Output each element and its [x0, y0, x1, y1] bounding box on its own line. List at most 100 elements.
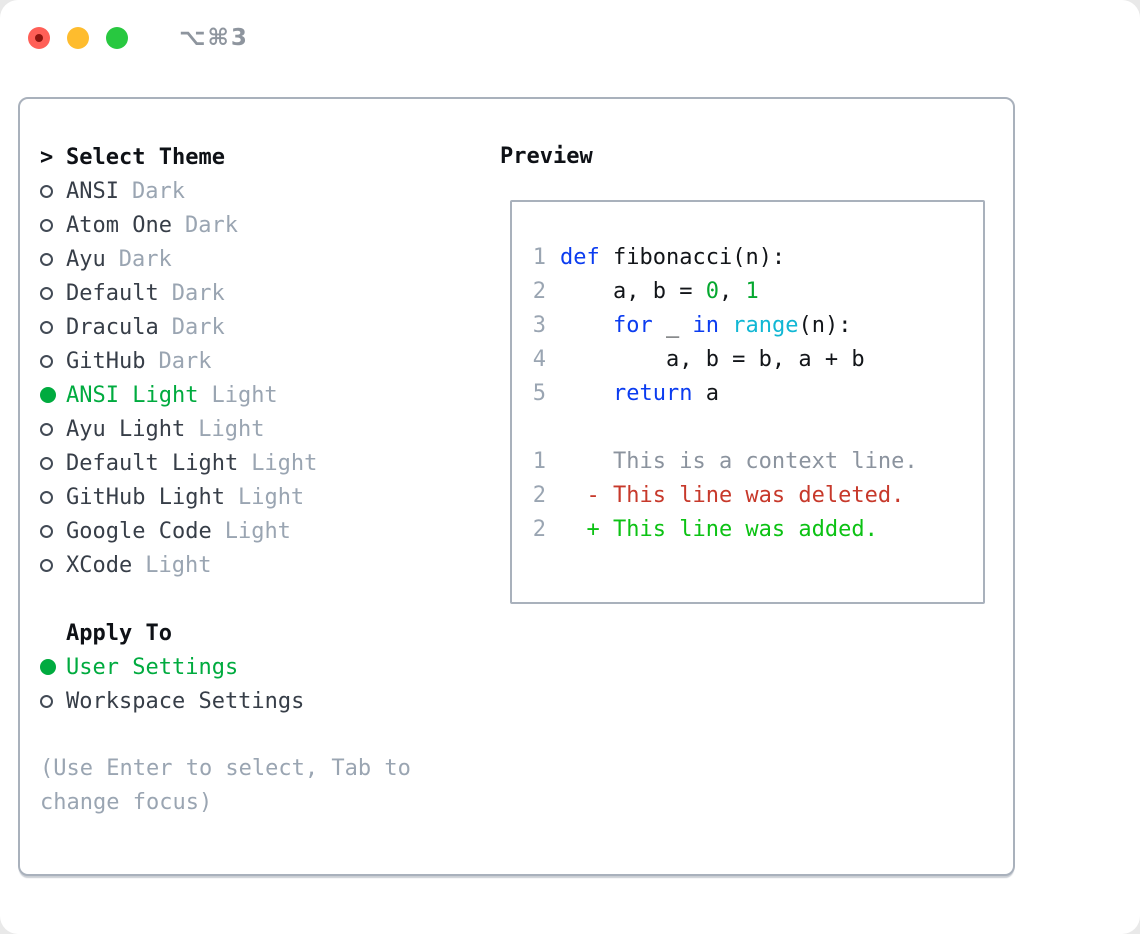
token-kw: def [560, 245, 600, 270]
theme-item-xcode[interactable]: XCode Light [40, 548, 317, 582]
radio-circle-icon [40, 354, 53, 368]
code-line: 1 def fibonacci(n): [530, 241, 983, 275]
token-plain: , [718, 279, 746, 304]
theme-item-label: XCode [66, 552, 133, 578]
theme-list-header: > Select Theme [40, 140, 317, 174]
token-plain [560, 381, 613, 406]
theme-list-title: Select Theme [66, 144, 225, 170]
radio-icon [40, 354, 66, 368]
help-text: (Use Enter to select, Tab to change focu… [40, 756, 411, 815]
theme-variant-badge: Light [211, 382, 278, 408]
radio-circle-icon [40, 694, 53, 708]
radio-circle-icon [40, 558, 53, 572]
token-plain: a, b = [560, 279, 706, 304]
token-num: 1 [745, 279, 759, 304]
radio-icon [40, 218, 66, 232]
diff-text: - This line was deleted. [560, 483, 905, 508]
radio-circle-icon [40, 252, 53, 266]
radio-circle-icon [40, 490, 53, 504]
radio-icon [40, 422, 66, 436]
line-number: 4 [532, 347, 546, 372]
radio-selected-icon [40, 387, 66, 403]
line-number: 1 [532, 449, 546, 474]
theme-variant-badge: Dark [171, 314, 225, 340]
theme-variant-badge: Light [237, 484, 305, 510]
token-kw: for [612, 313, 653, 338]
theme-variant-badge: Light [198, 416, 265, 442]
theme-item-label: Google Code [66, 518, 212, 544]
theme-variant-badge: Dark [158, 348, 212, 374]
line-number: 1 [532, 245, 546, 270]
traffic-light-close-button[interactable] [28, 27, 50, 49]
code-line: 5 return a [530, 377, 983, 411]
theme-item-label: Atom One [66, 212, 172, 238]
code-line: 4 a, b = b, a + b [530, 343, 983, 377]
token-plain: a [692, 381, 719, 406]
token-plain [719, 313, 732, 338]
code-text: return a [560, 377, 719, 411]
radio-circle-icon [40, 286, 53, 300]
blank-line [530, 411, 983, 445]
radio-selected-dot-icon [40, 659, 56, 675]
token-kw: return [612, 381, 693, 406]
radio-icon [40, 252, 66, 266]
token-builtin: range [732, 313, 799, 338]
code-text: a, b = b, a + b [560, 343, 865, 377]
theme-item-label: Ayu [66, 246, 106, 272]
theme-variant-badge: Light [145, 552, 212, 578]
diff-line-context: 1 This is a context line. [530, 445, 983, 479]
theme-item-label: Default Light [66, 450, 239, 476]
apply-option-label: User Settings [66, 654, 239, 680]
radio-icon [40, 694, 66, 708]
diff-text: This is a context line. [560, 449, 918, 474]
apply-option-label: Workspace Settings [66, 688, 305, 714]
token-num: 0 [705, 279, 719, 304]
radio-icon [40, 456, 66, 470]
theme-item-ansi[interactable]: ANSI Dark [40, 174, 317, 208]
theme-item-label: ANSI Light [66, 382, 199, 408]
theme-item-label: GitHub Light [66, 484, 225, 510]
theme-item-ansi-light[interactable]: ANSI Light Light [40, 378, 317, 412]
diff-text: + This line was added. [560, 517, 878, 542]
traffic-light-zoom-button[interactable] [106, 27, 128, 49]
line-number: 2 [532, 279, 546, 304]
line-number: 2 [532, 517, 546, 542]
radio-icon [40, 524, 66, 538]
theme-item-default-light[interactable]: Default Light Light [40, 446, 317, 480]
radio-selected-icon [40, 659, 66, 675]
code-text: a, b = 0, 1 [560, 275, 759, 309]
apply-to-header: Apply To [40, 616, 304, 650]
traffic-light-minimize-button[interactable] [67, 27, 89, 49]
code-text: def fibonacci(n): [560, 241, 785, 275]
theme-item-github-light[interactable]: GitHub Light Light [40, 480, 317, 514]
apply-option-workspace-settings[interactable]: Workspace Settings [40, 684, 304, 718]
token-plain [560, 313, 613, 338]
theme-variant-badge: Dark [131, 178, 185, 204]
diff-line-deleted: 2 - This line was deleted. [530, 479, 983, 513]
theme-variant-badge: Light [251, 450, 318, 476]
radio-selected-dot-icon [40, 387, 56, 403]
prompt-icon: > [40, 144, 54, 170]
radio-circle-icon [40, 184, 53, 198]
line-number: 2 [532, 483, 546, 508]
apply-option-user-settings[interactable]: User Settings [40, 650, 304, 684]
theme-item-label: Ayu Light [66, 416, 186, 442]
theme-item-ayu-light[interactable]: Ayu Light Light [40, 412, 317, 446]
theme-item-label: ANSI [66, 178, 119, 204]
window-title: ⌥⌘3 [179, 25, 249, 51]
radio-circle-icon [40, 320, 53, 334]
code-text: for _ in range(n): [560, 309, 851, 343]
apply-to-title: Apply To [66, 620, 172, 646]
close-active-dot-icon [35, 34, 43, 42]
preview-title: Preview [500, 144, 593, 169]
